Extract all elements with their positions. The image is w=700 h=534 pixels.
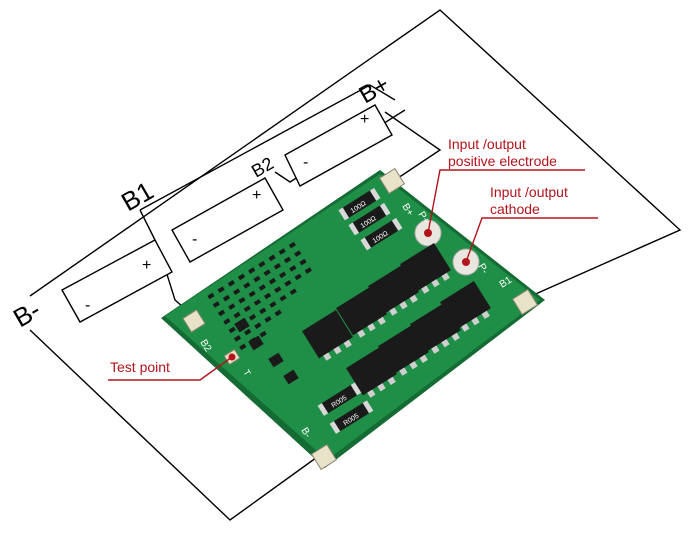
- cell-3: [61, 239, 173, 323]
- wiring: [29, 9, 682, 521]
- cell-1: [284, 104, 393, 187]
- cell-3-plus: +: [142, 257, 151, 274]
- callout-cathode-line: [465, 217, 598, 263]
- mosfet-5: [346, 346, 397, 398]
- cell-2: [171, 177, 284, 263]
- mosfet-2: [336, 286, 387, 338]
- callout-test-point-line: [108, 356, 233, 381]
- callout-positive-dot: [424, 229, 432, 237]
- pads: [182, 167, 539, 471]
- outer-loop-wire: [29, 9, 682, 301]
- label-b2: B2: [248, 153, 277, 181]
- ic-chip-4: [283, 369, 299, 385]
- b-minus-loop-wire: [29, 329, 321, 521]
- mosfets: [302, 242, 491, 398]
- label-b-plus: B+: [355, 71, 395, 109]
- ic-chip-2: [248, 335, 264, 351]
- callout-cathode-line1: Input /output: [490, 184, 568, 200]
- silk-t: T: [241, 368, 253, 378]
- cell-2-minus: -: [192, 231, 197, 248]
- callout-positive-line: [427, 169, 585, 234]
- pad-b2: [182, 309, 206, 333]
- silk-b-minus: B-: [298, 426, 313, 440]
- battery-cells: [61, 104, 393, 323]
- callout-cathode-dot: [462, 258, 470, 266]
- label-b-minus: B-: [8, 294, 46, 333]
- pad-b-plus: [378, 167, 406, 195]
- callout-test-point-label: Test point: [110, 359, 170, 375]
- ic-chip-1: [234, 317, 250, 333]
- inner-frame-wire-2: [139, 209, 156, 241]
- callout-positive-line2: positive electrode: [448, 153, 557, 169]
- cell-3-minus: -: [85, 297, 90, 314]
- silk-p-minus: P-: [475, 262, 490, 276]
- resistors: 100Ω 100Ω 100Ω R005: [317, 187, 403, 434]
- annotations: Input /output positive electrode Input /…: [108, 136, 598, 381]
- cell-polarity-marks: - + - + - +: [85, 111, 369, 314]
- cell-1-plus: +: [360, 111, 369, 128]
- callout-positive-line1: Input /output: [448, 136, 526, 152]
- mosfet-8: [440, 280, 491, 332]
- callout-cathode-line2: cathode: [490, 201, 540, 217]
- mosfet-6: [378, 324, 429, 376]
- ic-chip-3: [268, 352, 284, 368]
- mosfet-3: [368, 264, 419, 316]
- mosfet-4: [400, 242, 451, 294]
- cell-2-plus: +: [252, 187, 261, 204]
- pad-b1: [511, 288, 539, 316]
- b-plus-wire: [384, 111, 442, 183]
- cell-1-minus: -: [303, 154, 308, 171]
- mosfet-1: [302, 309, 353, 361]
- pad-b-minus: [310, 443, 338, 471]
- pcb-board: B+ P+ P- B1 B2 B- T 100Ω 100Ω: [161, 167, 545, 471]
- smd-components: [207, 241, 312, 385]
- inner-frame-wire: [139, 84, 396, 211]
- callout-test-point-dot: [228, 353, 236, 361]
- resistor-3: 100Ω: [360, 217, 403, 251]
